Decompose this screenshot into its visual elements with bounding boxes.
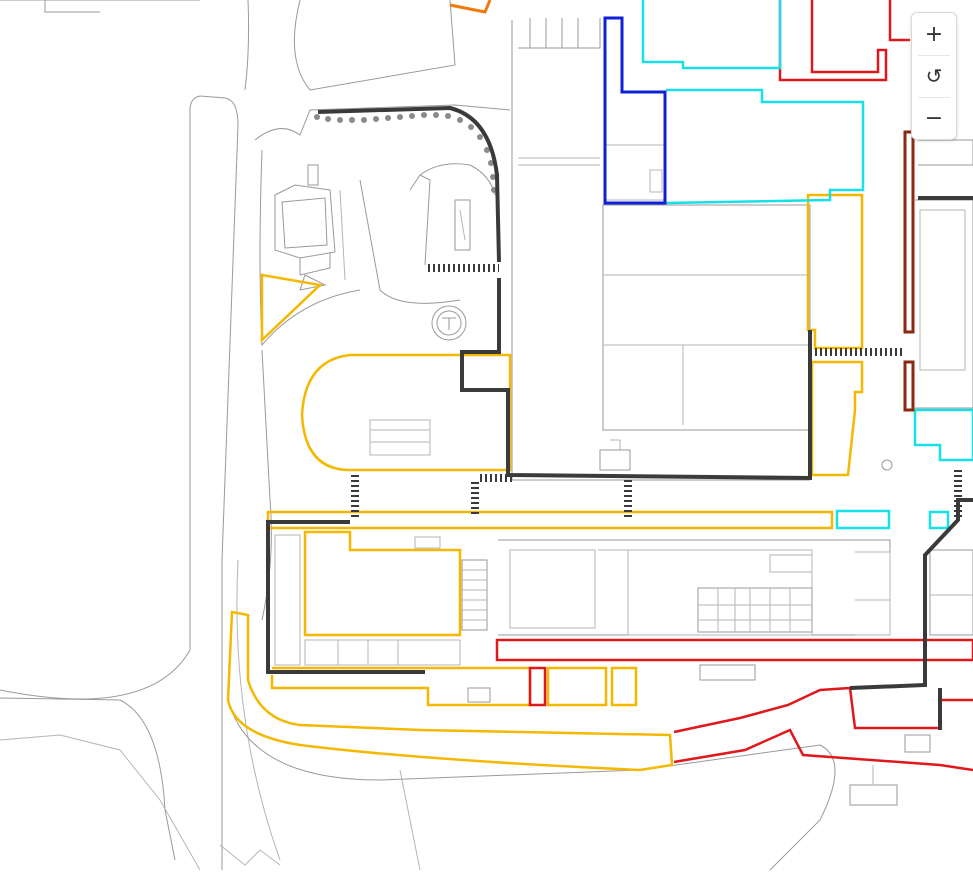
utility-building (274, 164, 336, 291)
parking-area (369, 163, 496, 456)
map-navigation-control: + ↺ − (911, 12, 957, 140)
walking-route (266, 105, 973, 730)
small-structure (467, 687, 491, 703)
zoom-out-button[interactable]: − (924, 105, 944, 131)
orange-zone (449, 0, 492, 14)
cyan-zones (641, 0, 973, 530)
tree-line (314, 112, 497, 193)
marker-circle (881, 459, 893, 471)
divider (918, 97, 950, 98)
zoom-in-button[interactable]: + (924, 21, 944, 47)
site-outline (0, 0, 836, 871)
south-building-outline (274, 534, 931, 806)
divider (918, 55, 950, 56)
route-stairs (351, 264, 962, 520)
reset-rotation-button[interactable]: ↺ (925, 64, 943, 88)
red-zones (495, 0, 973, 772)
main-hall-outline (511, 18, 811, 481)
blue-zone (603, 16, 667, 205)
brown-zones (903, 130, 915, 412)
